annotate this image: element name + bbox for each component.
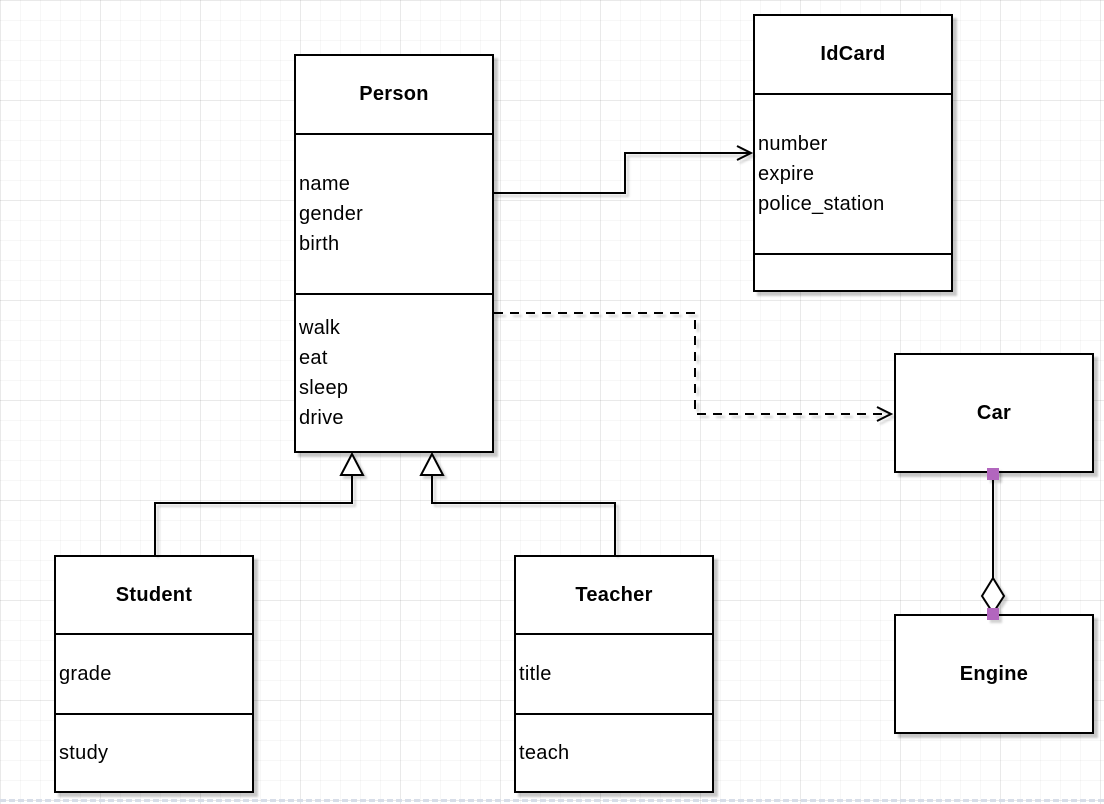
hollow-diamond-icon: [980, 576, 1006, 615]
class-teacher-methods: teach: [516, 715, 712, 791]
edge-aggregation-car-engine[interactable]: [980, 468, 1006, 620]
attribute-row: birth: [299, 233, 340, 255]
class-idcard-methods: [755, 255, 951, 290]
class-person-attributes: name gender birth: [296, 135, 492, 295]
attribute-row: grade: [59, 663, 112, 685]
page-break-line: [0, 799, 1104, 802]
edge-generalization-teacher-person[interactable]: [419, 451, 616, 555]
class-student[interactable]: Student grade study: [54, 555, 254, 793]
edge-generalization-student-person[interactable]: [154, 451, 365, 555]
attribute-row: police_station: [758, 193, 885, 215]
edge-association-person-idcard[interactable]: [494, 145, 754, 194]
method-row: walk: [299, 317, 341, 339]
class-idcard-attributes: number expire police_station: [755, 95, 951, 255]
class-student-methods: study: [56, 715, 252, 791]
attribute-row: expire: [758, 163, 815, 185]
open-arrow-icon: [876, 406, 894, 422]
hollow-triangle-icon: [339, 451, 365, 476]
class-person-title: Person: [296, 56, 492, 135]
method-row: study: [59, 742, 109, 764]
attribute-row: name: [299, 173, 351, 195]
class-teacher-title: Teacher: [516, 557, 712, 635]
hollow-triangle-icon: [419, 451, 445, 476]
attribute-row: number: [758, 133, 828, 155]
class-car[interactable]: Car: [894, 353, 1094, 473]
method-row: eat: [299, 347, 328, 369]
class-person[interactable]: Person name gender birth walk eat sleep …: [294, 54, 494, 453]
class-car-title: Car: [976, 401, 1012, 424]
edge-dependency-person-car[interactable]: [494, 312, 894, 422]
method-row: sleep: [299, 377, 349, 399]
attribute-row: gender: [299, 203, 364, 225]
class-teacher[interactable]: Teacher title teach: [514, 555, 714, 793]
class-engine-title: Engine: [959, 662, 1029, 685]
method-row: drive: [299, 407, 344, 429]
class-idcard[interactable]: IdCard number expire police_station: [753, 14, 953, 292]
class-teacher-attributes: title: [516, 635, 712, 715]
class-engine[interactable]: Engine: [894, 614, 1094, 734]
class-idcard-title: IdCard: [755, 16, 951, 95]
method-row: teach: [519, 742, 570, 764]
open-arrow-icon: [736, 145, 754, 161]
class-student-attributes: grade: [56, 635, 252, 715]
attribute-row: title: [519, 663, 552, 685]
class-student-title: Student: [56, 557, 252, 635]
class-person-methods: walk eat sleep drive: [296, 295, 492, 451]
